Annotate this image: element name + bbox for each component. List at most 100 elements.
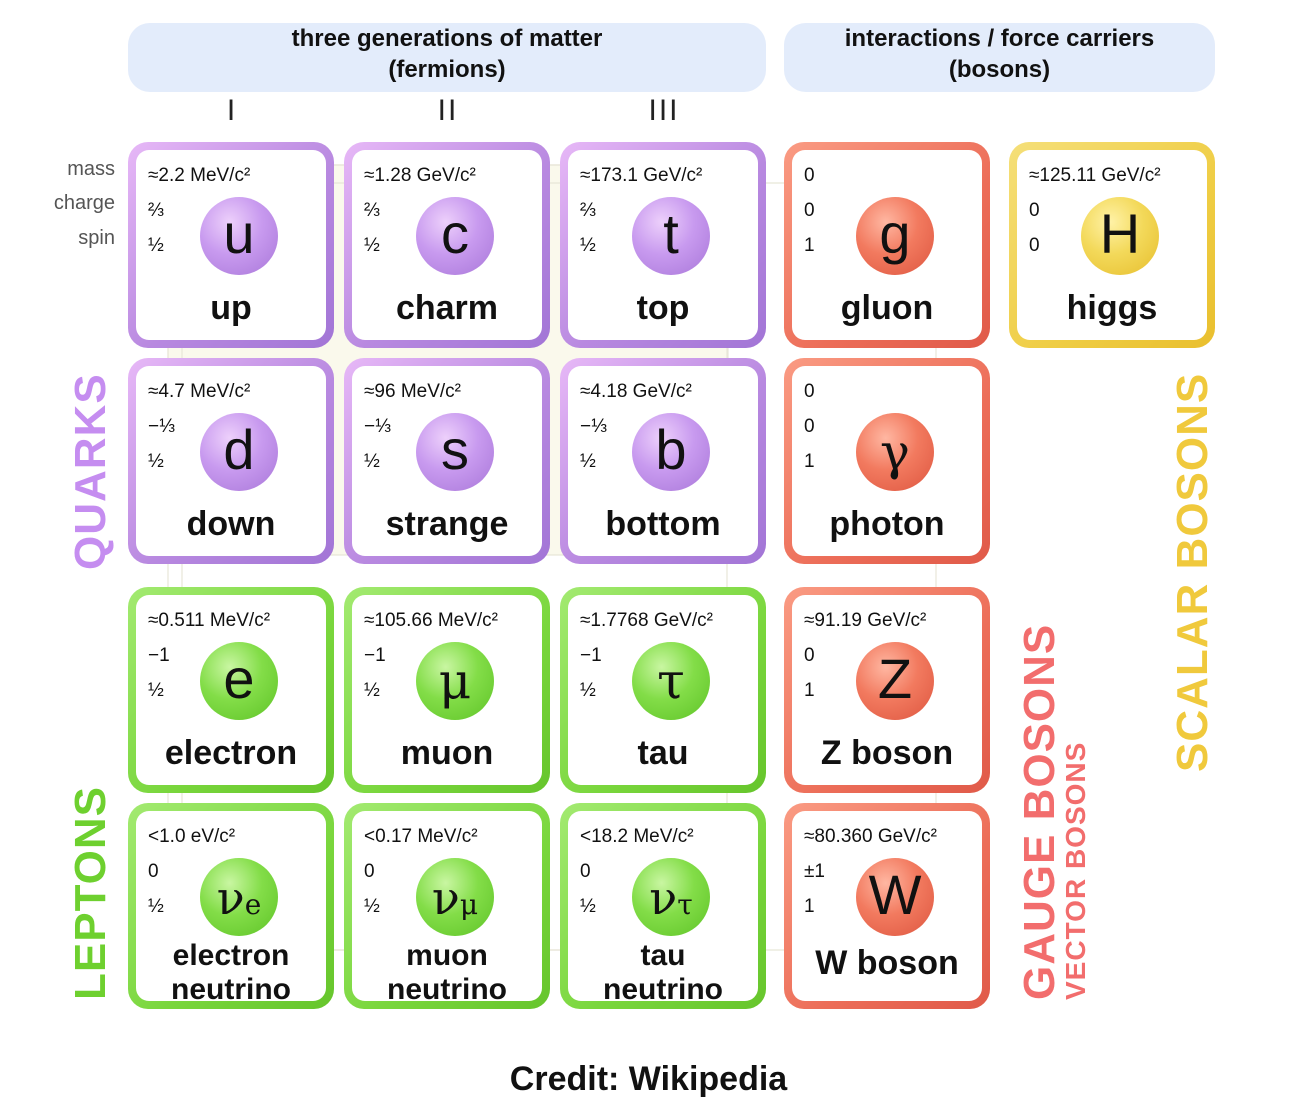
particle-card-tau: ≈1.7768 GeV/c² −1 ½ τ tau <box>560 587 766 793</box>
particle-card-up: ≈2.2 MeV/c² ⅔ ½ u up <box>128 142 334 348</box>
charge-value: −⅓ <box>364 416 391 437</box>
particle-name: muon <box>400 734 494 772</box>
particle-symbol: u <box>200 197 278 275</box>
spin-label: spin <box>78 227 115 249</box>
mass-value: ≈173.1 GeV/c² <box>580 165 703 186</box>
charge-value: 0 <box>804 416 815 437</box>
particle-name-line1: electron <box>172 939 290 972</box>
mass-value: ≈96 MeV/c² <box>364 381 462 402</box>
particle-name-line2: neutrino <box>171 973 291 1006</box>
spin-value: ½ <box>580 680 596 701</box>
fermions-banner: three generations of matter (fermions) <box>128 23 766 92</box>
spin-value: ½ <box>580 451 596 472</box>
particle-card-muon: ≈105.66 MeV/c² −1 ½ μ muon <box>344 587 550 793</box>
spin-value: 1 <box>804 680 815 701</box>
particle-name-line1: muon <box>406 939 488 972</box>
particle-symbol: μ <box>416 642 494 720</box>
particle-card-z-boson: ≈91.19 GeV/c² 0 1 Z Z boson <box>784 587 990 793</box>
particle-name: electron neutrino <box>136 939 326 1007</box>
particle-name: electron <box>164 734 298 772</box>
particle-name: top <box>636 289 690 327</box>
leptons-label: LEPTONS <box>66 785 115 1000</box>
particle-symbol: g <box>856 197 934 275</box>
spin-value: ½ <box>148 451 164 472</box>
particle-card-charm: ≈1.28 GeV/c² ⅔ ½ c charm <box>344 142 550 348</box>
particle-symbol: νμ <box>416 858 494 936</box>
mass-value: ≈1.28 GeV/c² <box>364 165 476 186</box>
spin-value: ½ <box>580 896 596 917</box>
bosons-banner-line2: (bosons) <box>948 56 1051 83</box>
bosons-banner: interactions / force carriers (bosons) <box>784 23 1215 92</box>
particle-name-line2: neutrino <box>387 973 507 1006</box>
gauge-bosons-label: GAUGE BOSONS <box>1015 623 1064 1000</box>
particle-card-photon: 0 0 1 γ photon <box>784 358 990 564</box>
charge-value: 0 <box>804 645 815 666</box>
particle-name-line1: tau <box>640 939 686 972</box>
particle-name: photon <box>829 505 945 543</box>
generation-3-label: III <box>648 94 680 127</box>
spin-value: ½ <box>364 235 380 256</box>
particle-name: tau neutrino <box>568 939 758 1007</box>
particle-symbol: c <box>416 197 494 275</box>
mass-value: ≈105.66 MeV/c² <box>364 610 498 631</box>
spin-value: ½ <box>580 235 596 256</box>
mass-value: ≈1.7768 GeV/c² <box>580 610 713 631</box>
spin-value: ½ <box>148 680 164 701</box>
tau-symbol: τ <box>657 652 685 710</box>
charge-value: 0 <box>580 861 591 882</box>
particle-card-top: ≈173.1 GeV/c² ⅔ ½ t top <box>560 142 766 348</box>
charge-value: 0 <box>148 861 159 882</box>
particle-card-electron: ≈0.511 MeV/c² −1 ½ e electron <box>128 587 334 793</box>
nu-subscript: τ <box>677 888 693 921</box>
particle-symbol: νe <box>200 858 278 936</box>
mass-value: <18.2 MeV/c² <box>580 826 694 847</box>
charge-label: charge <box>53 192 115 214</box>
particle-symbol: b <box>632 413 710 491</box>
charge-value: −⅓ <box>580 416 607 437</box>
mass-value: ≈4.18 GeV/c² <box>580 381 692 402</box>
particle-card-tau-neutrino: <18.2 MeV/c² 0 ½ ντ tau neutrino <box>560 803 766 1009</box>
particle-card-w-boson: ≈80.360 GeV/c² ±1 1 W W boson <box>784 803 990 1009</box>
mass-value: ≈2.2 MeV/c² <box>148 165 251 186</box>
particle-symbol: ντ <box>632 858 710 936</box>
particle-symbol: γ <box>856 413 934 491</box>
generation-1-label: I <box>226 94 238 127</box>
mass-value: ≈0.511 MeV/c² <box>148 610 271 631</box>
particle-card-electron-neutrino: <1.0 eV/c² 0 ½ νe electron neutrino <box>128 803 334 1009</box>
particle-card-strange: ≈96 MeV/c² −⅓ ½ s strange <box>344 358 550 564</box>
charge-value: −⅓ <box>148 416 175 437</box>
mass-value: ≈80.360 GeV/c² <box>804 826 937 847</box>
particle-card-higgs: ≈125.11 GeV/c² 0 0 H higgs <box>1009 142 1215 348</box>
mass-label: mass <box>67 158 115 180</box>
spin-value: ½ <box>364 451 380 472</box>
mass-value: ≈91.19 GeV/c² <box>804 610 927 631</box>
charge-value: −1 <box>148 645 170 666</box>
particle-name-line2: neutrino <box>603 973 723 1006</box>
muon-symbol: μ <box>438 652 472 710</box>
mass-value: 0 <box>804 381 815 402</box>
particle-name: gluon <box>840 289 934 327</box>
particle-name: higgs <box>1066 289 1158 327</box>
particle-name: bottom <box>605 505 721 543</box>
mass-value: <1.0 eV/c² <box>148 826 236 847</box>
charge-value: ⅔ <box>148 200 164 221</box>
photon-symbol: γ <box>880 423 910 481</box>
particle-name: up <box>210 289 252 327</box>
particle-name: charm <box>395 289 499 327</box>
particle-card-gluon: 0 0 1 g gluon <box>784 142 990 348</box>
nu-symbol: ν <box>431 871 460 925</box>
charge-value: ±1 <box>804 861 825 882</box>
spin-value: ½ <box>148 235 164 256</box>
particle-name: down <box>186 505 276 543</box>
particle-symbol: Z <box>856 642 934 720</box>
credit-text: Credit: Wikipedia <box>509 1060 788 1098</box>
particle-name: W boson <box>815 944 959 982</box>
vector-bosons-label: VECTOR BOSONS <box>1060 741 1091 1000</box>
nu-symbol: ν <box>649 871 678 925</box>
particle-name: muon neutrino <box>352 939 542 1007</box>
particle-symbol: s <box>416 413 494 491</box>
generation-2-label: II <box>437 94 459 127</box>
nu-symbol: ν <box>216 871 245 925</box>
particle-name: Z boson <box>820 734 954 772</box>
spin-value: ½ <box>364 680 380 701</box>
